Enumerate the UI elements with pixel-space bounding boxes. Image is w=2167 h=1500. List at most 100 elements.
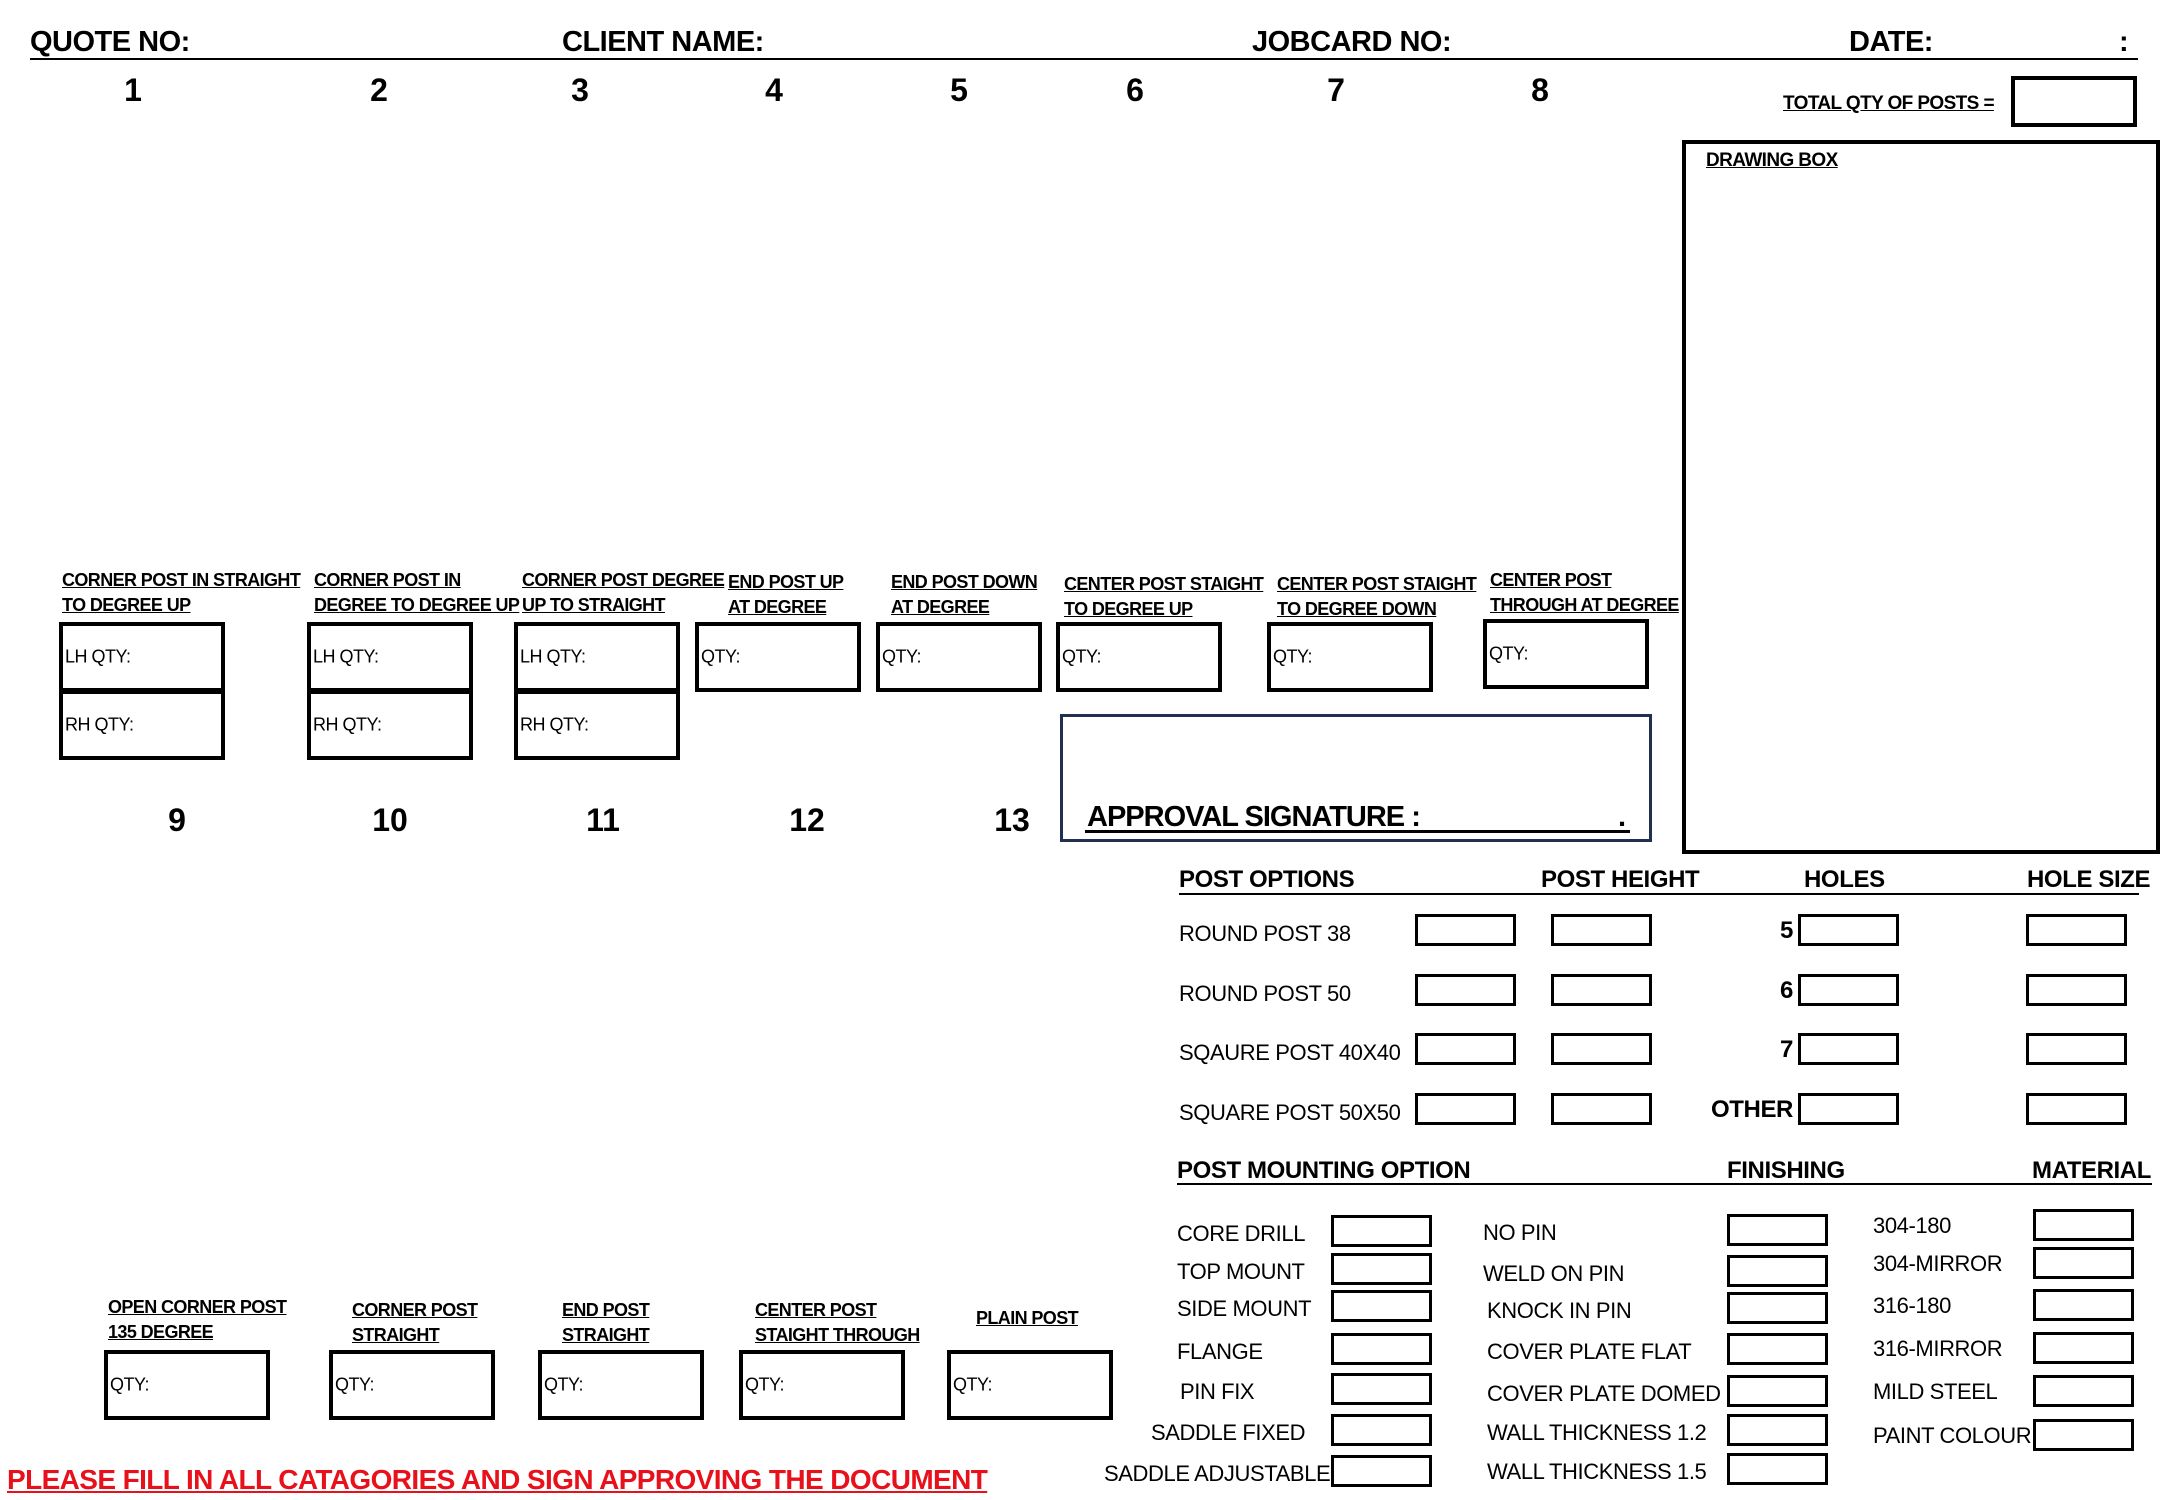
finishing-option-label: COVER PLATE FLAT (1487, 1339, 1692, 1364)
mounting-option-field[interactable] (1331, 1333, 1432, 1365)
post-label: END POST (562, 1300, 650, 1320)
holes-label: 6 (1780, 977, 1793, 1004)
post-height-field[interactable] (1551, 1033, 1652, 1065)
mounting-option-label: SADDLE ADJUSTABLE (1104, 1461, 1331, 1486)
finishing-option-field[interactable] (1727, 1333, 1828, 1365)
post-label: DEGREE TO DEGREE UP (314, 595, 520, 615)
qty-label: RH QTY: (65, 714, 134, 735)
post-option-label: SQAURE POST 40X40 (1179, 1040, 1401, 1065)
approval-dot: . (1618, 801, 1627, 833)
finishing-option-label: WELD ON PIN (1483, 1261, 1625, 1286)
post-option-field[interactable] (1415, 1093, 1516, 1125)
date-label: DATE: (1849, 26, 1933, 58)
header-rule (30, 58, 2138, 60)
approval-signature-box[interactable]: APPROVAL SIGNATURE : . (1060, 714, 1652, 842)
drawing-box[interactable]: DRAWING BOX (1682, 140, 2160, 854)
lh-qty-field[interactable]: LH QTY: (59, 622, 225, 692)
rh-qty-field[interactable]: RH QTY: (307, 690, 473, 760)
finishing-option-field[interactable] (1727, 1214, 1828, 1246)
hole-size-field[interactable] (2026, 1093, 2127, 1125)
qty-field[interactable]: QTY: (947, 1350, 1113, 1420)
mounting-option-field[interactable] (1331, 1455, 1432, 1487)
post-label: STRAIGHT (352, 1325, 440, 1345)
quote-no-label: QUOTE NO: (30, 26, 190, 58)
mounting-header: FINISHING (1727, 1157, 1845, 1184)
total-qty-label: TOTAL QTY OF POSTS = (1783, 93, 1995, 114)
mounting-option-label: PIN FIX (1180, 1379, 1255, 1404)
finishing-option-field[interactable] (1727, 1453, 1828, 1485)
holes-label: 7 (1780, 1036, 1793, 1063)
qty-field[interactable]: QTY: (739, 1350, 905, 1420)
mounting-header: POST MOUNTING OPTION (1177, 1157, 1471, 1184)
mounting-option-field[interactable] (1331, 1373, 1432, 1405)
finishing-option-field[interactable] (1727, 1292, 1828, 1324)
post-label: AT DEGREE (728, 597, 827, 617)
post-height-field[interactable] (1551, 1093, 1652, 1125)
qty-field[interactable]: QTY: (876, 622, 1042, 692)
post-option-field[interactable] (1415, 914, 1516, 946)
mounting-option-field[interactable] (1331, 1414, 1432, 1446)
mounting-header: MATERIAL (2032, 1157, 2152, 1184)
total-qty-field[interactable] (2011, 76, 2137, 127)
holes-field[interactable] (1798, 974, 1899, 1006)
material-option-field[interactable] (2033, 1332, 2134, 1364)
rh-qty-field[interactable]: RH QTY: (514, 690, 680, 760)
hole-size-field[interactable] (2026, 914, 2127, 946)
finishing-option-label: WALL THICKNESS 1.5 (1487, 1459, 1707, 1484)
post-label: END POST DOWN (891, 572, 1038, 592)
mounting-option-field[interactable] (1331, 1215, 1432, 1247)
finishing-option-field[interactable] (1727, 1255, 1828, 1287)
qty-field[interactable]: QTY: (1056, 622, 1222, 692)
qty-field[interactable]: QTY: (104, 1350, 270, 1420)
post-option-field[interactable] (1415, 974, 1516, 1006)
jobcard-no-label: JOBCARD NO: (1252, 26, 1452, 58)
post-options-header: HOLE SIZE (2027, 866, 2151, 893)
qty-field[interactable]: QTY: (1483, 619, 1649, 689)
post-label: CENTER POST (1490, 570, 1612, 590)
hole-size-field[interactable] (2026, 1033, 2127, 1065)
qty-field[interactable]: QTY: (695, 622, 861, 692)
finishing-option-label: NO PIN (1483, 1220, 1557, 1245)
holes-field[interactable] (1798, 1093, 1899, 1125)
rh-qty-field[interactable]: RH QTY: (59, 690, 225, 760)
mounting-option-label: FLANGE (1177, 1339, 1263, 1364)
material-option-field[interactable] (2033, 1289, 2134, 1321)
qty-field[interactable]: QTY: (329, 1350, 495, 1420)
post-label: 135 DEGREE (108, 1322, 214, 1342)
post-number: 12 (789, 802, 825, 838)
post-options-header: POST OPTIONS (1179, 866, 1355, 893)
material-option-field[interactable] (2033, 1375, 2134, 1407)
finishing-option-field[interactable] (1727, 1375, 1828, 1407)
post-label: CENTER POST STAIGHT (1064, 574, 1264, 594)
qty-label: LH QTY: (520, 646, 586, 667)
mounting-rule (1177, 1183, 2152, 1185)
qty-label: RH QTY: (313, 714, 382, 735)
finishing-option-field[interactable] (1727, 1414, 1828, 1446)
holes-field[interactable] (1798, 1033, 1899, 1065)
post-option-field[interactable] (1415, 1033, 1516, 1065)
material-option-field[interactable] (2033, 1419, 2134, 1451)
lh-qty-field[interactable]: LH QTY: (514, 622, 680, 692)
mounting-option-label: TOP MOUNT (1177, 1259, 1305, 1284)
post-option-label: ROUND POST 50 (1179, 981, 1351, 1006)
mounting-option-field[interactable] (1331, 1253, 1432, 1285)
mounting-option-field[interactable] (1331, 1290, 1432, 1322)
post-height-field[interactable] (1551, 914, 1652, 946)
qty-field[interactable]: QTY: (1267, 622, 1433, 692)
material-option-field[interactable] (2033, 1209, 2134, 1241)
hole-size-field[interactable] (2026, 974, 2127, 1006)
holes-field[interactable] (1798, 914, 1899, 946)
post-label: PLAIN POST (976, 1308, 1079, 1328)
post-label: AT DEGREE (891, 597, 990, 617)
post-height-field[interactable] (1551, 974, 1652, 1006)
qty-field[interactable]: QTY: (538, 1350, 704, 1420)
post-number: 6 (1126, 72, 1144, 108)
material-option-field[interactable] (2033, 1247, 2134, 1279)
post-number: 1 (124, 72, 142, 108)
material-option-label: 304-180 (1873, 1213, 1951, 1238)
qty-label: QTY: (1062, 646, 1102, 667)
qty-label: QTY: (953, 1374, 993, 1395)
mounting-option-label: SADDLE FIXED (1151, 1420, 1306, 1445)
date-colon: : (2119, 26, 2129, 58)
lh-qty-field[interactable]: LH QTY: (307, 622, 473, 692)
